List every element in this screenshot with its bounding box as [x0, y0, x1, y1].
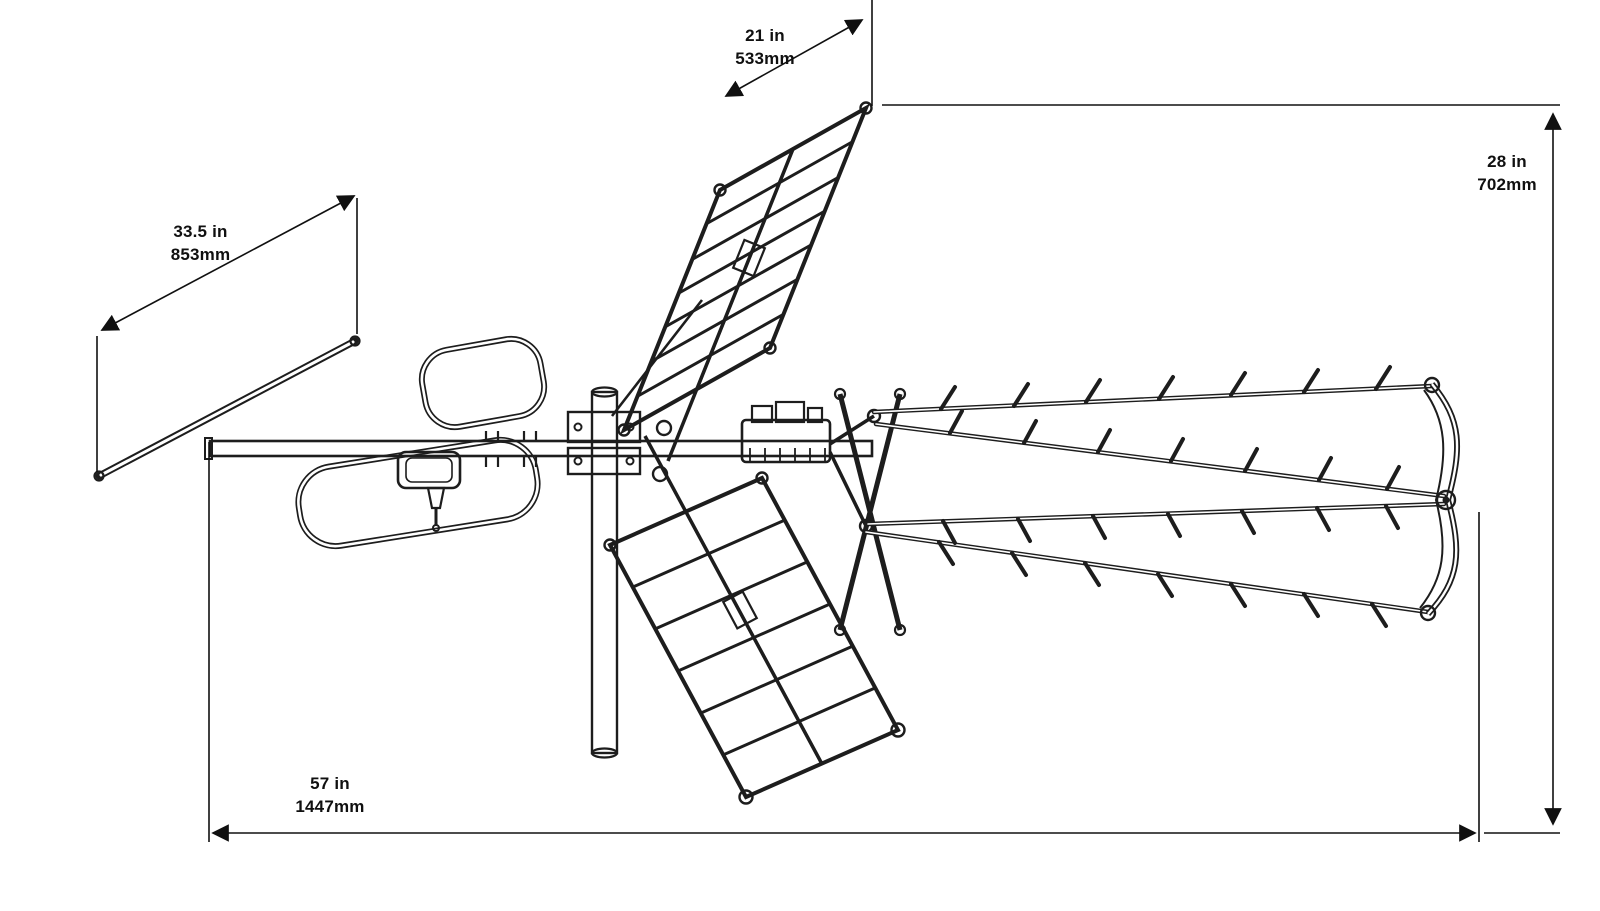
- upper-panel-array: [610, 101, 873, 462]
- dimension-label-right: 28 in 702mm: [1452, 150, 1562, 196]
- corner-reflector: [828, 365, 1461, 637]
- dimension-left-mm: 853mm: [170, 245, 231, 264]
- dim-arrow-left: [100, 195, 356, 331]
- dimension-label-bottom: 57 in 1447mm: [255, 772, 405, 818]
- panel-hinges: [651, 419, 673, 483]
- dimension-left-inches: 33.5 in: [173, 222, 228, 241]
- dimension-right-mm: 702mm: [1477, 175, 1537, 194]
- coax-connector: [426, 486, 446, 510]
- dimension-bottom-inches: 57 in: [310, 774, 350, 793]
- mast: [590, 386, 619, 759]
- dimension-top-inches: 21 in: [745, 26, 785, 45]
- left-dipole-rod: [93, 335, 361, 482]
- dimension-top-mm: 533mm: [735, 49, 795, 68]
- dimension-label-left: 33.5 in 853mm: [128, 220, 273, 266]
- dim-arrow-top: [724, 19, 864, 97]
- dimension-label-top: 21 in 533mm: [690, 24, 840, 70]
- balun-box: [740, 400, 832, 464]
- lower-panel-array: [603, 435, 906, 805]
- dimension-bottom-mm: 1447mm: [295, 797, 365, 816]
- director-rods-lower: [937, 504, 1400, 628]
- feed-box: [396, 450, 462, 532]
- folded-loop-elements: [295, 335, 548, 550]
- dimension-right-inches: 28 in: [1487, 152, 1527, 171]
- director-rods-upper: [939, 365, 1401, 491]
- dimension-lines: [96, 0, 1562, 842]
